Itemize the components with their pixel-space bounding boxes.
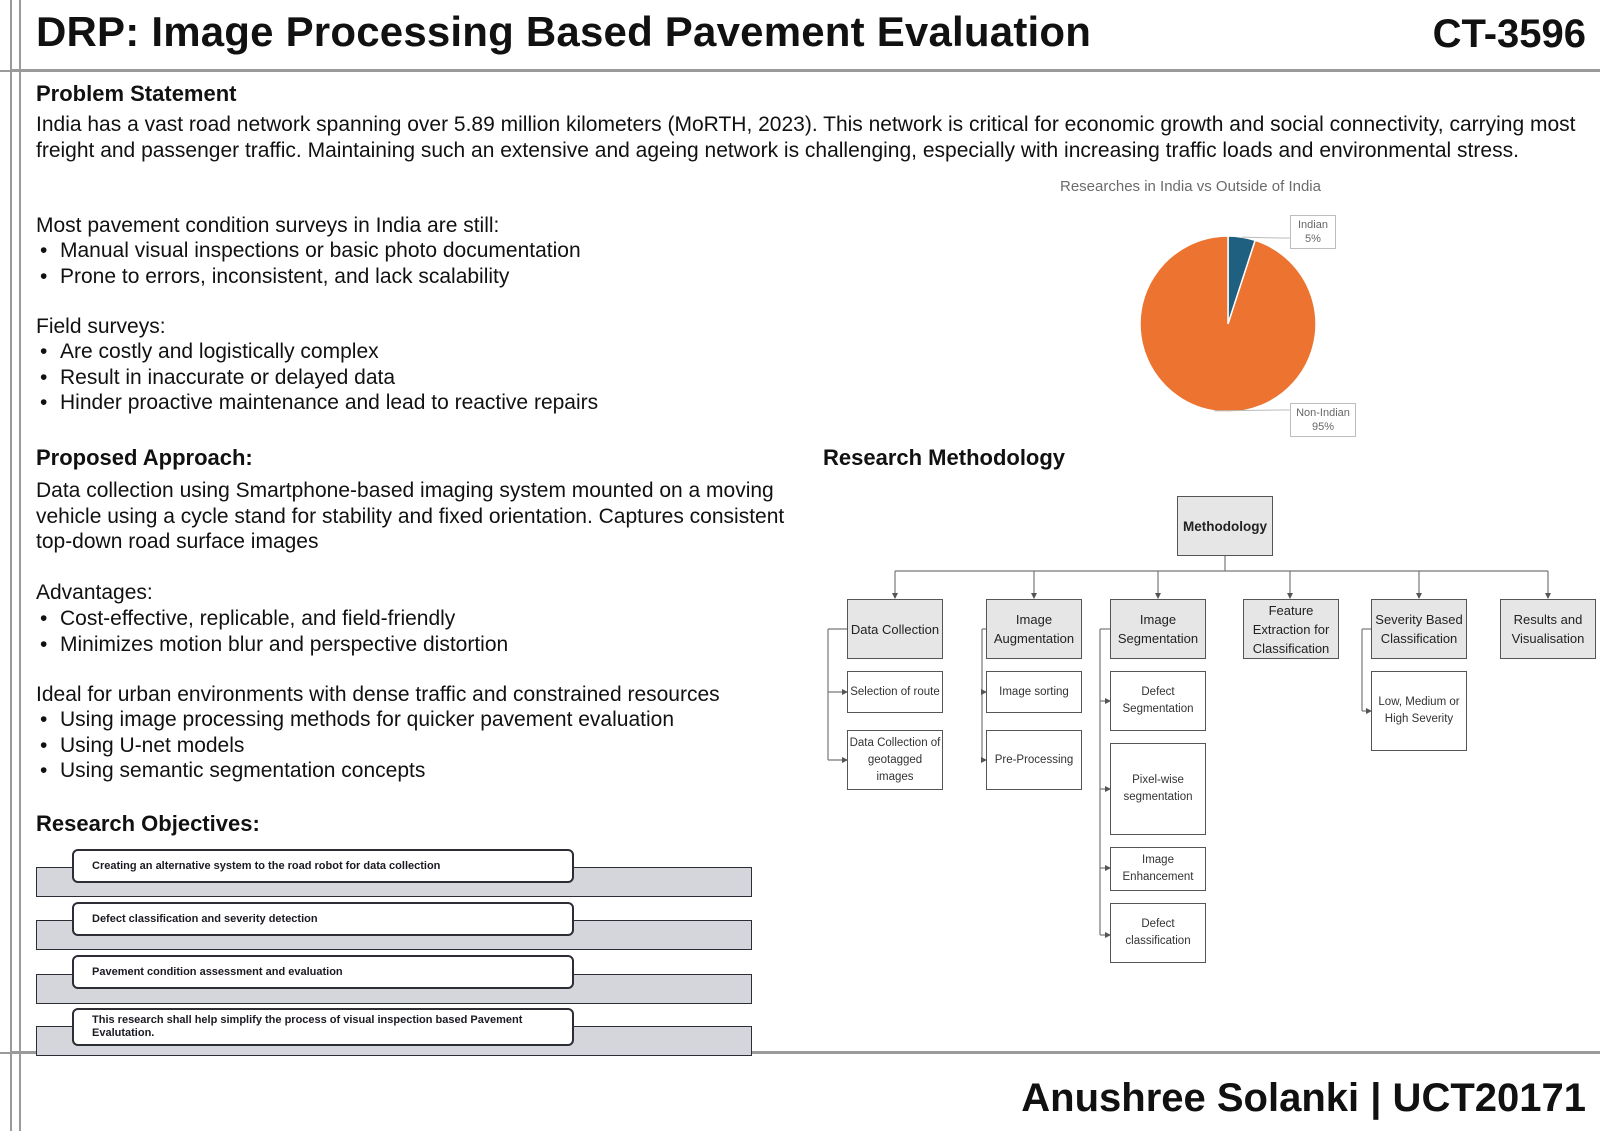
list-item: Hinder proactive maintenance and lead to…	[36, 390, 598, 416]
objective-item: Pavement condition assessment and evalua…	[72, 955, 574, 989]
method-sub-geotagged-images: Data Collection of geotagged images	[847, 730, 943, 790]
method-box-image-segmentation: Image Segmentation	[1110, 599, 1206, 659]
pie-value-indian: 5%	[1305, 233, 1321, 245]
surveys-list: Manual visual inspections or basic photo…	[36, 238, 581, 289]
ideal-lead: Ideal for urban environments with dense …	[36, 683, 720, 706]
problem-heading: Problem Statement	[36, 81, 237, 106]
pie-leader-line	[1241, 236, 1290, 239]
list-item: Using semantic segmentation concepts	[36, 758, 674, 784]
field-lead: Field surveys:	[36, 315, 166, 338]
list-item: Cost-effective, replicable, and field-fr…	[36, 606, 508, 632]
problem-intro: India has a vast road network spanning o…	[36, 113, 1576, 162]
methodology-heading: Research Methodology	[823, 445, 1066, 470]
objective-item: Defect classification and severity detec…	[72, 902, 574, 936]
method-sub-defect-segmentation: Defect Segmentation	[1110, 671, 1206, 731]
frame-tick-top	[0, 70, 10, 72]
ideal-list: Using image processing methods for quick…	[36, 707, 674, 784]
chart-title: Researches in India vs Outside of India	[1060, 178, 1321, 195]
header-divider	[10, 69, 1600, 72]
project-code: CT-3596	[1432, 12, 1586, 56]
objective-item: Creating an alternative system to the ro…	[72, 849, 574, 883]
list-item: Using U-net models	[36, 733, 674, 759]
advantages-lead: Advantages:	[36, 581, 153, 604]
surveys-lead: Most pavement condition surveys in India…	[36, 214, 500, 237]
pie-category-indian: Indian	[1298, 219, 1328, 231]
pie-value-non-indian: 95%	[1311, 421, 1335, 433]
method-sub-pre-processing: Pre-Processing	[986, 730, 1082, 790]
objective-item: This research shall help simplify the pr…	[72, 1008, 574, 1046]
method-box-image-augmentation: Image Augmentation	[986, 599, 1082, 659]
objectives-heading: Research Objectives:	[36, 811, 260, 836]
method-box-data-collection: Data Collection	[847, 599, 943, 659]
field-list: Are costly and logistically complex Resu…	[36, 339, 598, 416]
list-item: Result in inaccurate or delayed data	[36, 365, 598, 391]
method-sub-selection-of-route: Selection of route	[847, 671, 943, 713]
method-sub-image-sorting: Image sorting	[986, 671, 1082, 713]
approach-text: Data collection using Smartphone-based i…	[36, 479, 785, 553]
methodology-root-box: Methodology	[1177, 496, 1273, 556]
poster-title: DRP: Image Processing Based Pavement Eva…	[36, 8, 1092, 55]
frame-tick-bottom	[0, 1052, 10, 1054]
method-sub-pixel-wise-segmentation: Pixel-wise segmentation	[1110, 743, 1206, 835]
pie-leader-line	[1214, 409, 1290, 412]
footer-divider	[10, 1051, 1600, 1054]
list-item: Manual visual inspections or basic photo…	[36, 238, 581, 264]
pie-label-non-indian: Non-Indian 95%	[1290, 403, 1356, 437]
method-sub-image-enhancement: Image Enhancement	[1110, 847, 1206, 891]
method-box-severity-classification: Severity Based Classification	[1371, 599, 1467, 659]
pie-label-indian: Indian 5%	[1290, 215, 1336, 249]
method-box-results-visualisation: Results and Visualisation	[1500, 599, 1596, 659]
pie-chart	[1139, 235, 1317, 413]
frame-line-left-inner	[19, 0, 21, 1131]
list-item: Using image processing methods for quick…	[36, 707, 674, 733]
frame-line-left-outer	[10, 0, 12, 1131]
method-box-feature-extraction: Feature Extraction for Classification	[1243, 599, 1339, 659]
approach-heading: Proposed Approach:	[36, 445, 253, 470]
advantages-list: Cost-effective, replicable, and field-fr…	[36, 606, 508, 657]
list-item: Are costly and logistically complex	[36, 339, 598, 365]
list-item: Minimizes motion blur and perspective di…	[36, 632, 508, 658]
method-sub-defect-classification: Defect classification	[1110, 903, 1206, 963]
method-sub-severity-levels: Low, Medium or High Severity	[1371, 671, 1467, 751]
author-credit: Anushree Solanki | UCT20171	[1021, 1076, 1586, 1120]
pie-slice-non-indian	[1139, 235, 1317, 413]
pie-category-non-indian: Non-Indian	[1296, 407, 1350, 419]
list-item: Prone to errors, inconsistent, and lack …	[36, 264, 581, 290]
